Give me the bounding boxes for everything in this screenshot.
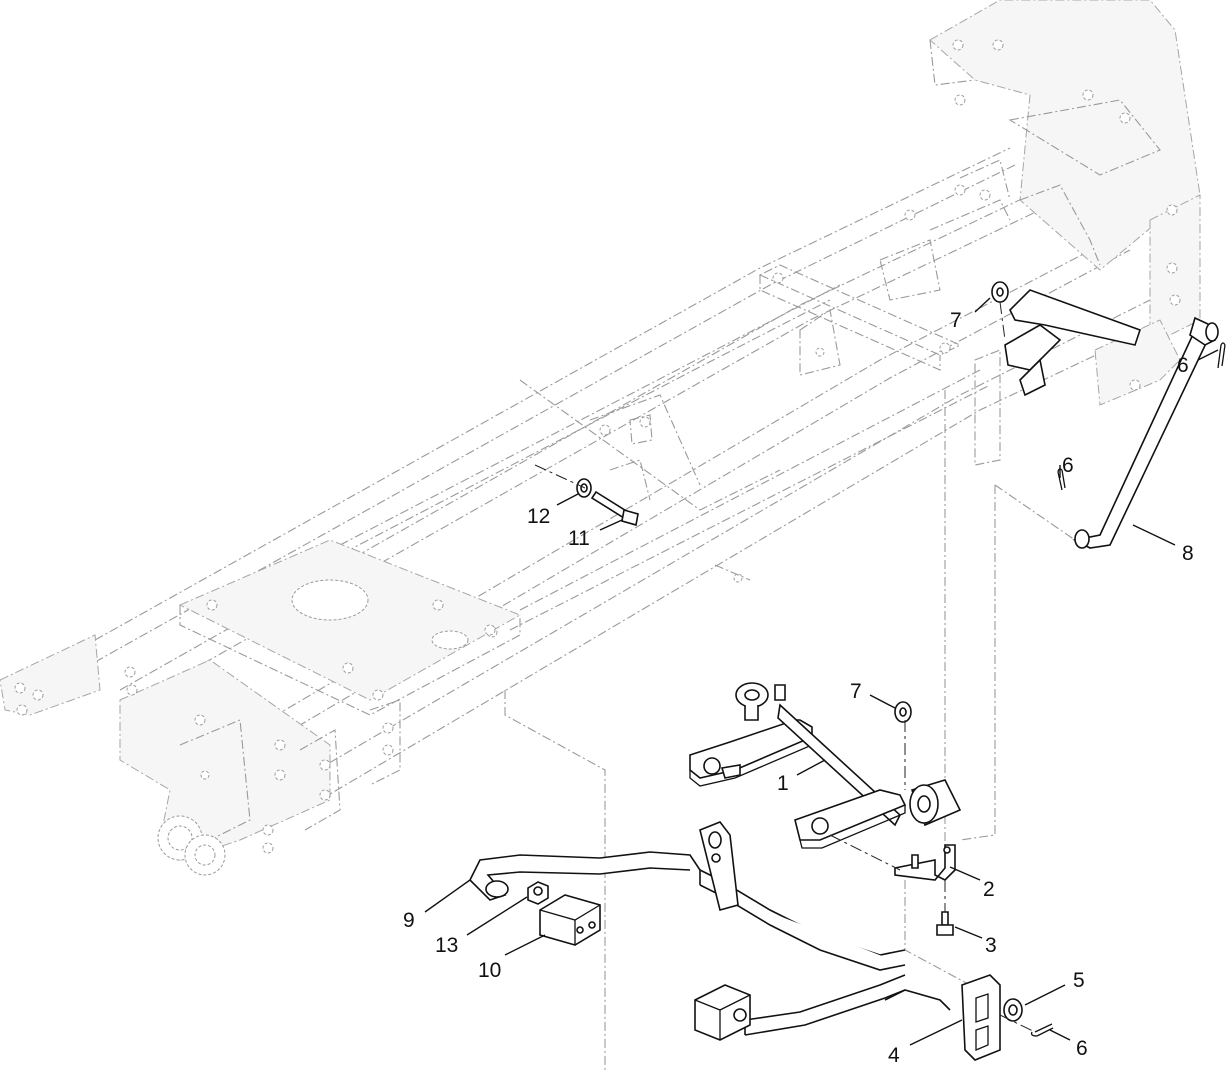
frame-phantom	[0, 0, 1201, 1071]
part-13-nut	[527, 881, 549, 905]
callout-label-7-center: 7	[850, 680, 862, 703]
part-9-pedal-rod	[469, 851, 951, 1036]
pedal-arm	[699, 821, 739, 911]
upper-hitch-bracket	[1004, 289, 1142, 397]
callout-label-2: 2	[983, 878, 995, 901]
callout-label-4: 4	[888, 1044, 900, 1067]
callout-label-10: 10	[478, 959, 501, 982]
part-5-washer	[1003, 998, 1023, 1022]
part-7-washer-upper	[991, 281, 1009, 303]
callout-label-9: 9	[403, 909, 415, 932]
part-11-bolt	[590, 490, 639, 527]
part-6-cotter-pin-upper	[1217, 342, 1226, 369]
part-6-cotter-pin-lower	[1030, 1023, 1054, 1037]
lower-pedal-pad	[694, 984, 751, 1041]
callout-label-12: 12	[527, 505, 550, 528]
part-8-rod	[1072, 316, 1219, 549]
part-4-link-plate	[961, 974, 1001, 1061]
callout-label-8: 8	[1182, 542, 1194, 565]
part-7-washer-center	[894, 701, 912, 723]
callout-label-6-middle: 6	[1062, 454, 1074, 477]
callouts: 1 2 3 4 5 6 6 6 7 7 8 9 10 11 12 13	[403, 297, 1219, 1067]
callout-label-13: 13	[435, 934, 458, 957]
part-2-bracket	[894, 844, 956, 881]
part-1-shaft-assembly	[689, 682, 962, 849]
callout-label-6-upper: 6	[1177, 354, 1189, 377]
callout-label-3: 3	[985, 934, 997, 957]
callout-label-11: 11	[568, 527, 590, 550]
callout-label-7-upper: 7	[950, 309, 962, 332]
part-10-pedal-pad	[539, 894, 601, 946]
part-3-screw	[936, 911, 954, 936]
callout-label-5: 5	[1073, 969, 1085, 992]
callout-label-6-lower: 6	[1076, 1037, 1088, 1060]
callout-label-1: 1	[777, 772, 789, 795]
center-lines	[534, 301, 1036, 1033]
